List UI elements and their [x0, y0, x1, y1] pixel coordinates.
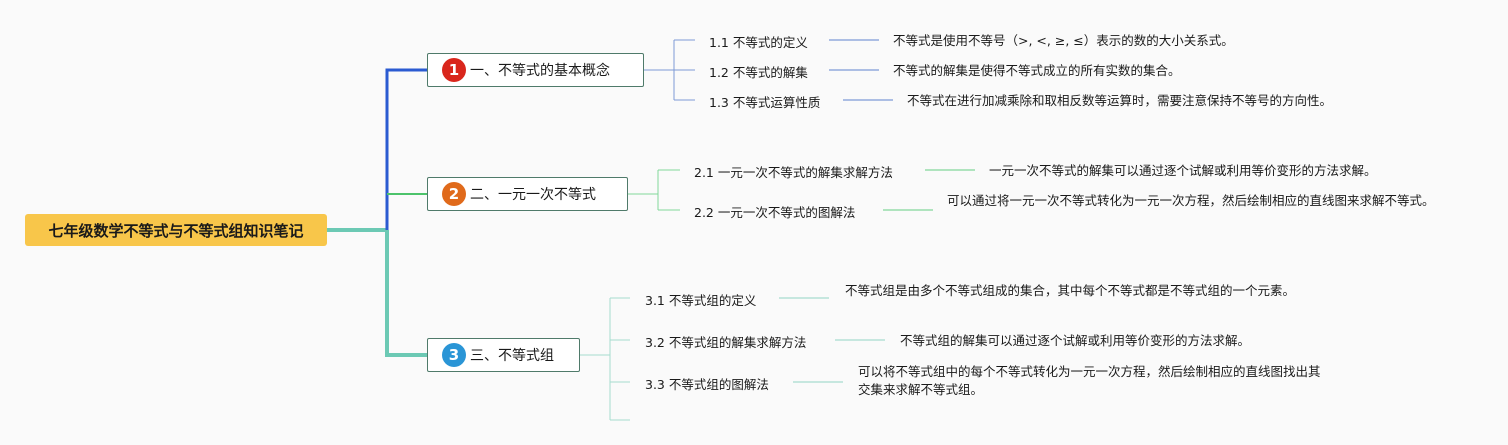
- leaf-desc-1-2: 不等式的解集是使得不等式成立的所有实数的集合。: [893, 63, 1181, 78]
- leaf-desc-3-3: 可以将不等式组中的每个不等式转化为一元一次方程，然后绘制相应的直线图找出其交集来…: [858, 364, 1321, 397]
- leaf-topic-1-1[interactable]: 1.1 不等式的定义: [709, 35, 808, 50]
- branch-1-children-connector: [644, 39, 695, 101]
- leaf-desc-3-2: 不等式组的解集可以通过逐个试解或利用等价变形的方法求解。: [900, 333, 1251, 348]
- branch-topic-1[interactable]: 1 一、不等式的基本概念: [427, 53, 644, 87]
- number-badge-icon: 2: [442, 182, 466, 206]
- leaf-desc-1-3: 不等式在进行加减乘除和取相反数等运算时，需要注意保持不等号的方向性。: [907, 93, 1333, 108]
- branch-label: 二、一元一次不等式: [470, 187, 596, 203]
- leaf-desc-3-1: 不等式组是由多个不等式组成的集合，其中每个不等式都是不等式组的一个元素。: [845, 283, 1296, 298]
- leaf-topic-3-1[interactable]: 3.1 不等式组的定义: [645, 293, 757, 308]
- leaf-desc-2-1: 一元一次不等式的解集可以通过逐个试解或利用等价变形的方法求解。: [989, 163, 1377, 178]
- leaf-topic-3-3[interactable]: 3.3 不等式组的图解法: [645, 377, 769, 392]
- number-badge-icon: 3: [442, 343, 466, 367]
- leaf-desc-2-2: 可以通过将一元一次不等式转化为一元一次方程，然后绘制相应的直线图来求解不等式。: [947, 193, 1435, 208]
- number-badge-icon: 1: [442, 58, 466, 82]
- branch-3-children-connector: [580, 297, 630, 421]
- branch-2-children-connector: [628, 169, 680, 211]
- leaf-topic-2-1[interactable]: 2.1 一元一次不等式的解集求解方法: [694, 165, 893, 180]
- branch-topic-2[interactable]: 2 二、一元一次不等式: [427, 177, 628, 211]
- leaf-topic-1-2[interactable]: 1.2 不等式的解集: [709, 65, 808, 80]
- leaf-topic-3-2[interactable]: 3.2 不等式组的解集求解方法: [645, 335, 807, 350]
- leaf-topic-1-3[interactable]: 1.3 不等式运算性质: [709, 95, 821, 110]
- branch-topic-3[interactable]: 3 三、不等式组: [427, 338, 580, 372]
- branch-label: 一、不等式的基本概念: [470, 63, 610, 79]
- root-topic[interactable]: 七年级数学不等式与不等式组知识笔记: [25, 214, 327, 246]
- branch-1-connector: [385, 68, 427, 230]
- leaf-topic-2-2[interactable]: 2.2 一元一次不等式的图解法: [694, 205, 856, 220]
- leaf-desc-1-1: 不等式是使用不等号（>, <, ≥, ≤）表示的数的大小关系式。: [893, 33, 1234, 48]
- branch-3-connector: [385, 230, 427, 357]
- branch-label: 三、不等式组: [470, 348, 554, 364]
